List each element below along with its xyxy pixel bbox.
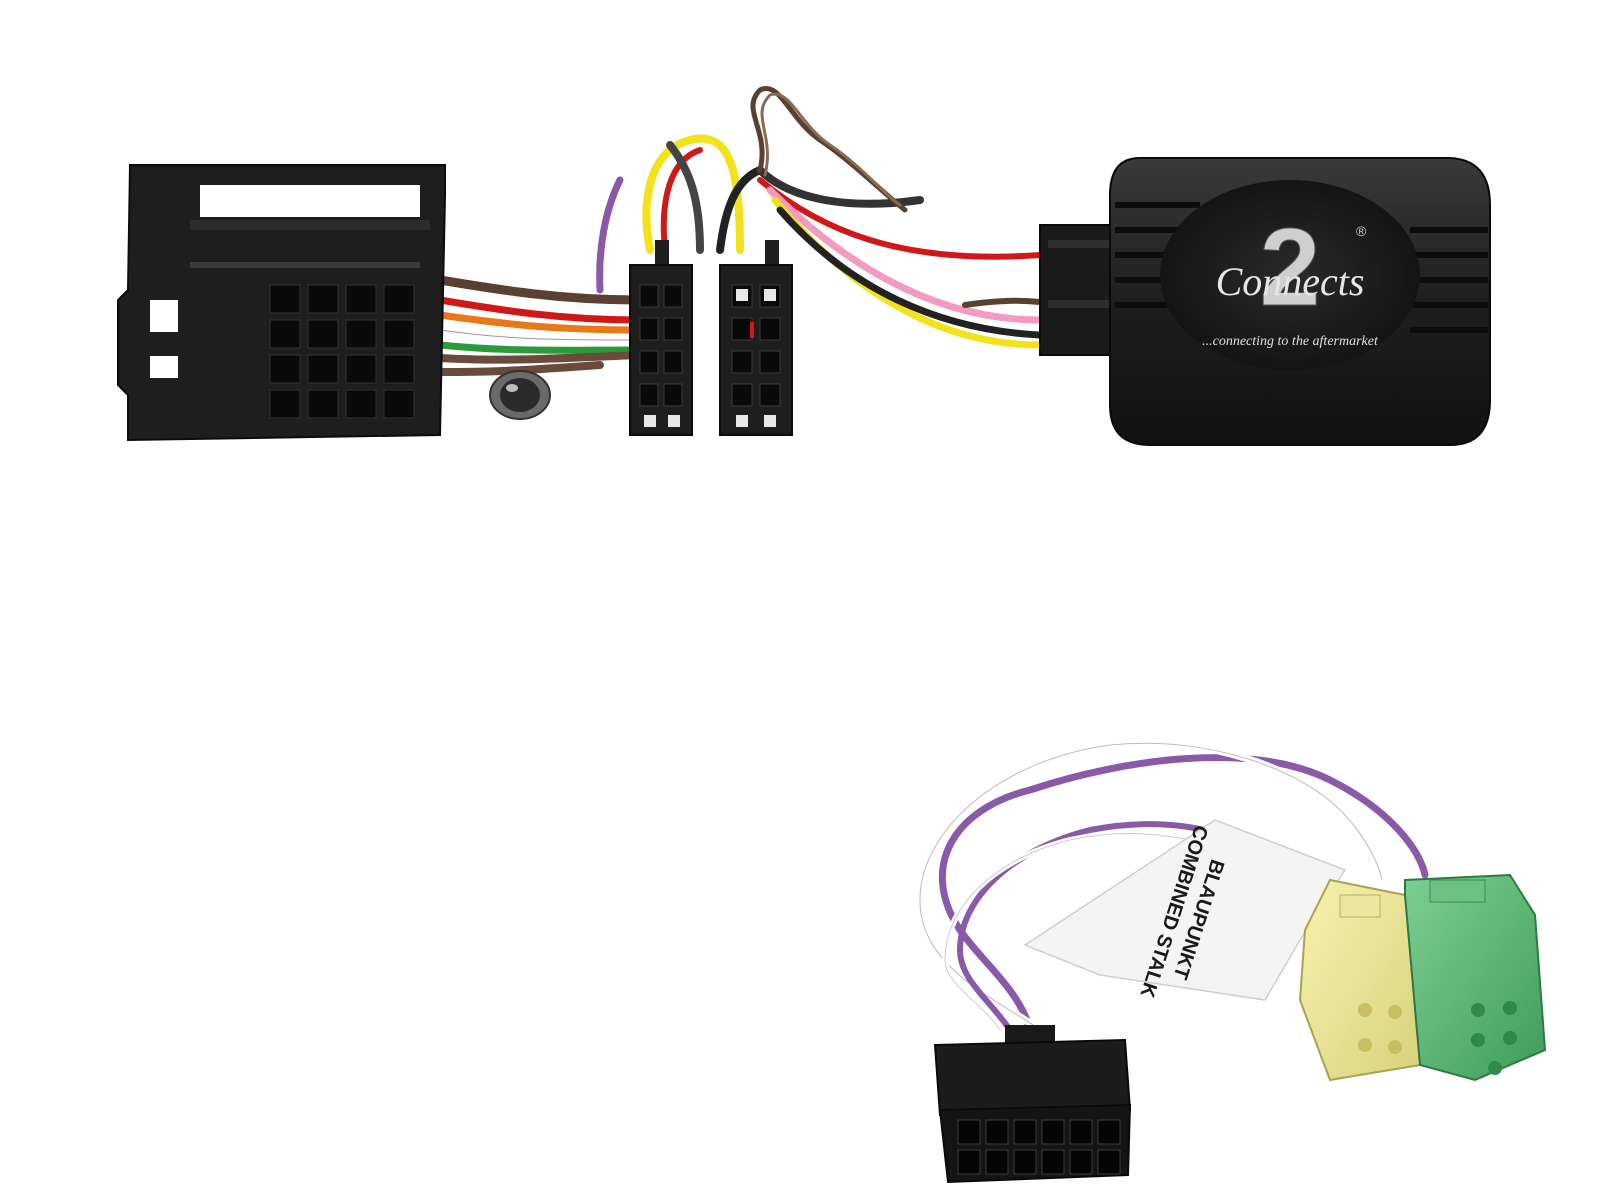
- black-mini-connector: [933, 1025, 1132, 1184]
- registered-mark: ®: [1356, 223, 1367, 239]
- brand-mark: 2: [1259, 206, 1320, 329]
- quadlock-connector: [117, 164, 446, 442]
- logo-panel: [1160, 180, 1420, 370]
- iso-connector-left: [629, 240, 693, 436]
- brand-word: Connects: [1216, 259, 1365, 304]
- module-tagline: ...connecting to the aftermarket: [1202, 334, 1379, 349]
- interface-module: 2 Connects ® ...connecting to the afterm…: [1039, 157, 1491, 446]
- cable-label: BLAUPUNKT COMBINED STALK: [1023, 819, 1347, 1001]
- iso-connector-right: [719, 240, 793, 436]
- green-mini-iso: [1404, 873, 1547, 1082]
- latch-opening: [200, 185, 420, 217]
- yellow-mini-iso: [1298, 878, 1422, 1082]
- quadlock-pin-grid: [269, 284, 415, 419]
- remote-jack: [489, 370, 551, 420]
- wire-bundle-left: [435, 176, 645, 376]
- wire-bundle-middle: [642, 85, 1044, 349]
